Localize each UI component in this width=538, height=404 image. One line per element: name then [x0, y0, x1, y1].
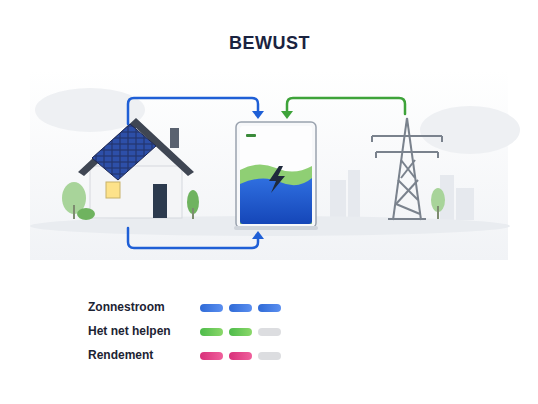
arrow-head [252, 111, 264, 119]
arrow-head [252, 231, 264, 239]
cloud [420, 106, 520, 154]
rating-label: Het net helpen [88, 324, 171, 338]
house [62, 118, 199, 220]
home-battery [234, 122, 318, 230]
rating-pills [200, 304, 281, 360]
diagram-title: BEWUST [229, 33, 310, 54]
rating-label: Zonnestroom [88, 300, 165, 314]
flow-arrow [128, 98, 405, 248]
arrow-head [281, 111, 293, 119]
power-pylon [372, 118, 445, 220]
rating-label: Rendement [88, 348, 153, 362]
